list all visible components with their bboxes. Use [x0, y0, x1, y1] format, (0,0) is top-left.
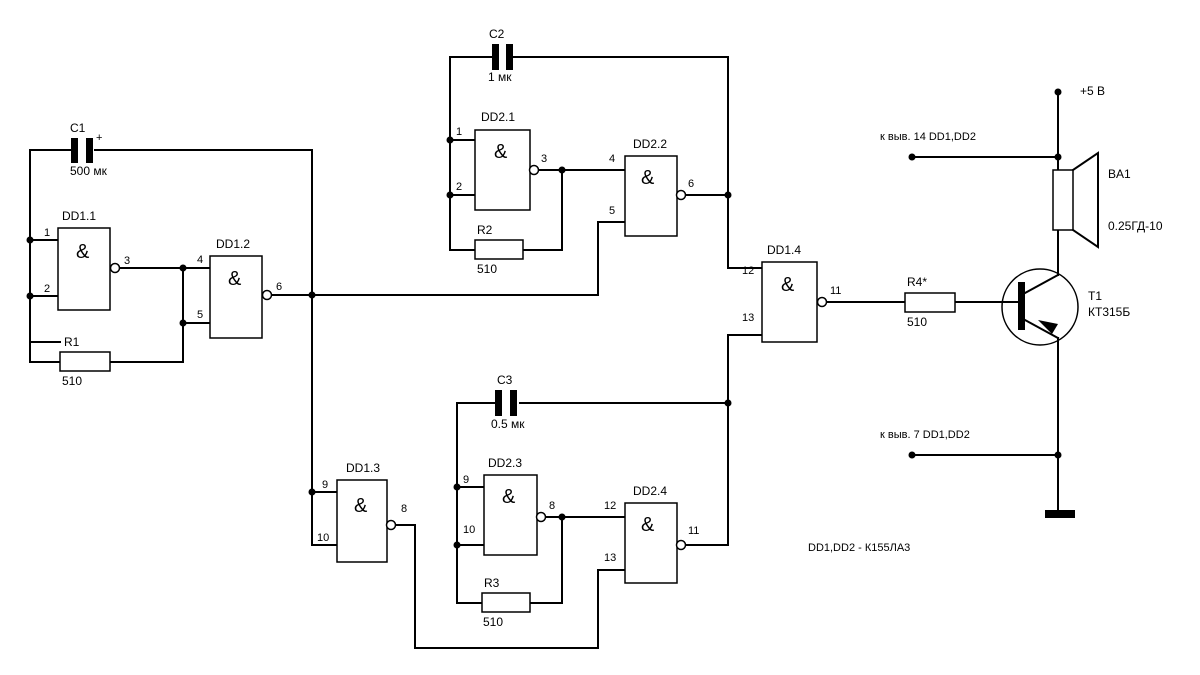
component-value: 500 мк: [70, 164, 108, 178]
resistor-r3: R3 510: [481, 576, 531, 629]
gate-label: DD2.1: [481, 110, 515, 124]
wires: [29, 56, 1059, 649]
inverter-bubble: [385, 519, 397, 531]
component-label: R2: [477, 223, 493, 237]
component-label: C3: [497, 373, 513, 387]
speaker-ba1: BA1 0.25ГД-10: [1052, 151, 1163, 249]
pin-number: 9: [322, 479, 328, 491]
pin-number: 2: [456, 181, 462, 193]
component-label: R4*: [907, 275, 927, 289]
pin-number: 2: [44, 283, 50, 295]
pin-number: 8: [549, 500, 555, 512]
resistor-r2: R2 510: [474, 223, 524, 276]
component-label: R3: [484, 576, 500, 590]
vcc-label: +5 В: [1080, 84, 1105, 98]
polarity-mark: +: [96, 132, 102, 144]
capacitor-c2: C2 1 мк: [488, 27, 513, 84]
gate-symbol: &: [641, 514, 655, 536]
component-value: 510: [907, 315, 927, 329]
pin-number: 3: [541, 153, 547, 165]
gate-label: DD1.3: [346, 461, 380, 475]
pin14-note: к выв. 14 DD1,DD2: [880, 131, 976, 143]
inverter-bubble: [675, 539, 687, 551]
pin-number: 11: [688, 525, 699, 537]
pin-number: 4: [609, 153, 615, 165]
gate-dd2-1: & DD2.1 1 2 3: [456, 110, 547, 211]
gate-symbol: &: [228, 268, 242, 290]
component-label: BA1: [1108, 167, 1131, 181]
component-value: КТ315Б: [1088, 305, 1130, 319]
inverter-bubble: [675, 189, 687, 201]
gate-dd1-2: & DD1.2 4 5 6: [197, 237, 282, 339]
gate-dd1-1: & DD1.1 1 2 3: [44, 209, 130, 311]
pin-number: 10: [317, 532, 329, 544]
gate-symbol: &: [502, 486, 516, 508]
component-value: 510: [477, 262, 497, 276]
transistor-t1: T1 КТ315Б: [1001, 268, 1130, 346]
gate-label: DD1.4: [767, 243, 801, 257]
pin-number: 1: [44, 227, 50, 239]
inverter-bubble: [816, 296, 828, 308]
pin-number: 13: [604, 552, 616, 564]
pin-number: 12: [604, 500, 616, 512]
gate-dd2-3: & DD2.3 9 10 8: [463, 456, 555, 556]
gate-symbol: &: [641, 167, 655, 189]
component-value: 0.25ГД-10: [1108, 219, 1163, 233]
pin7-note: к выв. 7 DD1,DD2: [880, 429, 970, 441]
inverter-bubble: [109, 262, 121, 274]
ic-type-note: DD1,DD2 - К155ЛА3: [808, 542, 910, 554]
pin-number: 10: [463, 524, 475, 536]
pin-number: 12: [742, 265, 754, 277]
pin-number: 11: [830, 285, 841, 297]
gate-label: DD1.1: [62, 209, 96, 223]
gate-dd1-3: & DD1.3 9 10 8: [317, 461, 407, 563]
gate-label: DD2.4: [633, 484, 667, 498]
emitter-arrow-icon: [1038, 320, 1058, 334]
junction-dots: [26, 88, 1062, 549]
pin-number: 13: [742, 312, 754, 324]
gate-dd2-2: & DD2.2 4 5 6: [609, 137, 694, 237]
gate-label: DD2.2: [633, 137, 667, 151]
pin-number: 9: [463, 474, 469, 486]
ground-icon: [1045, 510, 1075, 518]
component-value: 510: [62, 374, 82, 388]
pin-number: 3: [124, 255, 130, 267]
gate-symbol: &: [76, 241, 90, 263]
gate-label: DD2.3: [488, 456, 522, 470]
component-label: C1: [70, 121, 86, 135]
gate-symbol: &: [494, 141, 508, 163]
pin-number: 4: [197, 254, 203, 266]
inverter-bubble: [261, 289, 273, 301]
resistor-r4: R4* 510: [904, 275, 956, 329]
component-label: R1: [64, 335, 80, 349]
pin-number: 8: [401, 503, 407, 515]
component-label: C2: [489, 27, 505, 41]
power-section: +5 В к выв. 14 DD1,DD2 к выв. 7 DD1,DD2: [880, 84, 1105, 518]
pin-number: 6: [276, 281, 282, 293]
component-value: 1 мк: [488, 70, 512, 84]
transistor-base-bar: [1018, 282, 1025, 330]
inverter-bubble: [535, 511, 547, 523]
gate-dd1-4: & DD1.4 12 13 11: [742, 243, 841, 343]
gate-symbol: &: [354, 495, 368, 517]
component-label: T1: [1088, 289, 1102, 303]
pin-number: 5: [609, 205, 615, 217]
capacitor-c1: C1 + 500 мк: [70, 121, 108, 178]
pin-number: 1: [456, 126, 462, 138]
inverter-bubble: [528, 164, 540, 176]
gate-symbol: &: [781, 274, 795, 296]
pin-number: 6: [688, 178, 694, 190]
component-value: 510: [483, 615, 503, 629]
gate-dd2-4: & DD2.4 12 13 11: [604, 484, 699, 584]
resistor-r1: R1 510: [59, 335, 111, 388]
component-value: 0.5 мк: [491, 417, 525, 431]
pin-number: 5: [197, 309, 203, 321]
gate-label: DD1.2: [216, 237, 250, 251]
capacitor-c3: C3 0.5 мк: [491, 373, 525, 431]
